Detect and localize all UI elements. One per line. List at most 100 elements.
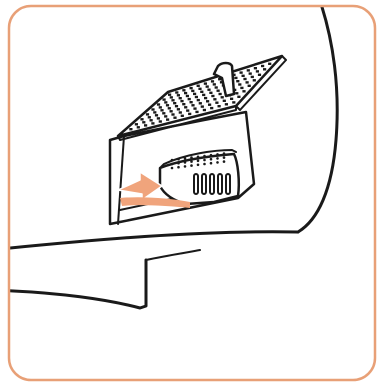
perforation-dot	[195, 110, 199, 114]
perforation-dot	[207, 88, 211, 91]
flap-latch	[212, 61, 236, 98]
perforation-dot	[204, 96, 208, 100]
perforation-dot	[238, 83, 242, 86]
perforation-dot	[230, 97, 234, 100]
perforation-dot	[196, 98, 200, 102]
perforation-dot	[224, 103, 228, 106]
perforation-dot	[180, 99, 184, 103]
perforation-dot	[142, 121, 146, 124]
vent-dot	[183, 161, 187, 164]
vent-dot	[177, 157, 180, 161]
perforation-dot	[140, 118, 144, 121]
perforation-dot	[209, 91, 213, 94]
perforation-dot	[203, 82, 207, 85]
vent-dot	[222, 156, 226, 159]
perforation-dot	[250, 75, 254, 79]
vent-dot	[203, 158, 206, 162]
perforation-dot	[178, 97, 182, 100]
vent-dot	[222, 152, 226, 155]
perforation-dot	[167, 107, 171, 110]
perforation-dot	[173, 116, 177, 119]
perforation-dot	[218, 78, 222, 81]
perforation-dot	[189, 86, 193, 90]
perforation-dot	[184, 106, 188, 109]
perforation-dot	[263, 68, 267, 71]
cartridge-slot	[209, 173, 215, 195]
perforation-dot	[164, 115, 168, 118]
vent-dot	[203, 154, 206, 158]
vent-dot	[170, 166, 174, 170]
vent-dot	[183, 165, 187, 168]
perforation-dot	[153, 111, 157, 114]
perforation-dot	[136, 126, 140, 129]
perforation-dot	[171, 113, 175, 116]
perforation-dot	[214, 86, 218, 89]
cartridge-slot	[201, 173, 207, 195]
perforation-dot	[210, 80, 215, 83]
perforation-dot	[151, 108, 155, 111]
perforation-dot	[151, 122, 155, 125]
perforation-dot	[160, 109, 164, 112]
perforation-dot	[235, 92, 239, 95]
vent-dot	[209, 153, 213, 157]
perforation-dot	[257, 73, 262, 76]
cartridge-slots	[193, 173, 231, 195]
perforation-dot	[182, 103, 186, 106]
perforation-dot	[169, 110, 173, 113]
perforation-dot	[174, 105, 179, 108]
perforation-dot	[200, 105, 204, 108]
perforation-dot	[182, 89, 186, 92]
perforation-dot	[180, 114, 184, 117]
perforation-dot	[194, 95, 198, 99]
perforation-dot	[147, 116, 151, 119]
cartridge-vents	[170, 152, 226, 170]
perforation-dot	[187, 97, 191, 101]
cartridge-slot	[217, 173, 223, 195]
perforation-dot	[215, 101, 219, 104]
appliance-right-edge	[296, 6, 339, 234]
perforation-dot	[234, 76, 238, 80]
perforation-dot	[208, 103, 212, 106]
vent-dot	[183, 157, 187, 160]
vent-dot	[196, 159, 200, 163]
perforation-dot	[232, 101, 236, 104]
perforation-dot	[162, 112, 166, 115]
vent-dot	[190, 156, 193, 159]
perforation-dot	[248, 72, 252, 75]
perforation-dot	[261, 64, 265, 68]
vent-dot	[216, 157, 219, 160]
vent-dot	[196, 155, 200, 159]
vent-dot	[222, 160, 226, 163]
perforation-dot	[175, 91, 179, 94]
perforation-dot	[134, 123, 138, 126]
perforation-dot	[168, 93, 172, 96]
perforation-dot	[178, 111, 182, 114]
perforation-dot	[129, 128, 133, 131]
perforation-dot	[173, 102, 177, 105]
perforation-dot	[164, 101, 168, 104]
perforation-dot	[193, 107, 197, 110]
vent-dot	[196, 163, 200, 167]
perforation-dot	[171, 99, 175, 102]
perforation-dot	[193, 92, 197, 96]
perforation-dot	[145, 113, 150, 116]
perforation-dot	[149, 119, 153, 122]
perforation-dot	[198, 102, 202, 105]
vent-dot	[216, 161, 219, 164]
perforation-dot	[252, 79, 256, 82]
perforation-dot	[144, 124, 148, 127]
perforation-dot	[165, 104, 170, 107]
perforation-dot	[189, 101, 193, 104]
perforation-dot	[184, 91, 188, 95]
vent-dot	[209, 157, 213, 161]
perforation-dot	[156, 103, 161, 106]
perforation-dot	[154, 114, 159, 117]
perforation-dot	[268, 62, 272, 65]
perforation-dot	[191, 89, 195, 93]
perforation-dot	[222, 99, 226, 102]
perforation-dot	[169, 96, 173, 99]
illustration-frame	[7, 4, 377, 382]
perforation-dot	[219, 81, 224, 84]
perforation-dot	[185, 94, 189, 98]
vent-dot	[203, 162, 206, 166]
